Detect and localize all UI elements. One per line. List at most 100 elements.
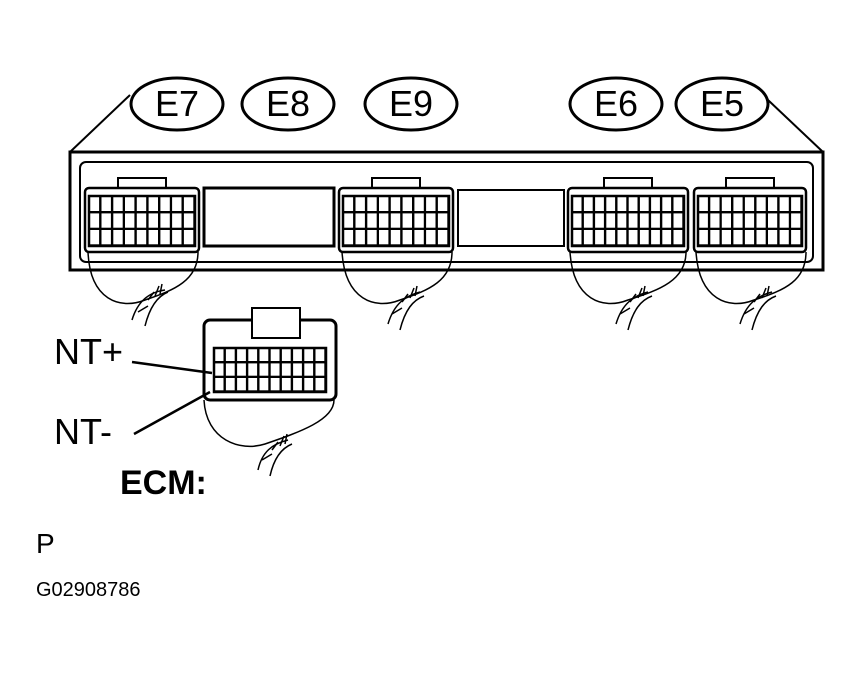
pin-cavity [389, 211, 402, 230]
pin-cavity [354, 195, 367, 213]
pin-cavity [111, 195, 125, 213]
pin-cavity [224, 362, 237, 378]
pin-cavity [436, 195, 449, 213]
pin-cavity [571, 228, 583, 246]
pin-cavity [302, 376, 315, 392]
pin-cavity [88, 195, 101, 213]
pin-cavity [213, 376, 225, 392]
pin-cavity [365, 228, 379, 246]
pin-cavity [100, 211, 113, 230]
pin-cavity [593, 195, 606, 213]
pin-cavity [135, 228, 148, 246]
pin-cavity [100, 195, 113, 213]
pin-cavity [291, 376, 304, 392]
svg-text:E5: E5 [700, 83, 744, 124]
pin-cavity [246, 362, 259, 378]
pin-cavity [342, 195, 355, 213]
pin-cavity [182, 228, 195, 246]
wire-harness-e7 [87, 251, 199, 327]
pin-cavity [147, 195, 160, 213]
figure-id: G02908786 [36, 579, 141, 601]
pin-cavity [697, 195, 710, 213]
wire-harness-detached [203, 399, 335, 477]
pin-cavity [314, 376, 326, 392]
pin-cavity [571, 211, 583, 230]
pin-cavity [280, 347, 293, 363]
pin-cavity [778, 228, 791, 246]
pin-cavity [88, 211, 101, 230]
pin-cavity [638, 195, 651, 213]
pin-cavity [291, 362, 304, 378]
pin-cavity [314, 362, 326, 378]
wire-harness-e9 [341, 251, 453, 331]
component-label: ECM: [120, 464, 207, 502]
pin-cavity [158, 228, 172, 246]
marker-label: P [36, 528, 55, 559]
pin-grid-frame [341, 194, 451, 248]
pin-cavity [708, 228, 721, 246]
pin-cavity [269, 347, 281, 363]
socket-e8-empty [202, 186, 336, 248]
pin-cavity [377, 195, 390, 213]
detached-connector [202, 307, 338, 402]
pin-cavity [571, 195, 583, 213]
pin-cavity [88, 228, 101, 246]
pin-cavity [365, 195, 379, 213]
socket-empty [457, 189, 565, 247]
pin-cavity [732, 228, 745, 246]
pin-cavity [755, 195, 768, 213]
pin-cavity [593, 228, 606, 246]
pin-cavity [413, 211, 426, 230]
pin-grid-frame [570, 194, 686, 248]
pin-cavity [755, 228, 768, 246]
pin-cavity [638, 211, 651, 230]
pin-cavity [766, 195, 779, 213]
pin-cavity [302, 347, 315, 363]
pin-cavity [616, 211, 628, 230]
pin-cavity [413, 195, 426, 213]
pin-cavity [616, 195, 628, 213]
pin-cavity [649, 211, 662, 230]
svg-text:E7: E7 [155, 83, 199, 124]
pin-cavity [111, 211, 125, 230]
pin-cavity [778, 211, 791, 230]
pin-cavity [582, 195, 595, 213]
pin-cavity [377, 211, 390, 230]
pin-cavity [743, 195, 756, 213]
pin-label-nt-plus: NT+ [54, 331, 123, 372]
pin-cavity [342, 228, 355, 246]
pin-cavity [616, 228, 628, 246]
connector-label-e9: E9 [363, 76, 459, 132]
leader-line-nt-plus [131, 360, 213, 375]
pin-cavity [170, 228, 183, 246]
pin-cavity [182, 211, 195, 230]
pin-cavity [778, 195, 791, 213]
pin-cavity [732, 211, 745, 230]
pin-cavity [697, 228, 710, 246]
pin-cavity [660, 228, 673, 246]
plug-e5 [692, 177, 808, 254]
connector-label-e5: E5 [674, 76, 770, 132]
pin-cavity [743, 228, 756, 246]
pin-cavity [135, 195, 148, 213]
pin-cavity [720, 211, 733, 230]
pin-cavity [789, 228, 802, 246]
pin-cavity [436, 211, 449, 230]
pin-cavity [766, 211, 779, 230]
pin-cavity [182, 195, 195, 213]
pin-cavity [627, 195, 639, 213]
pin-cavity [100, 228, 113, 246]
pin-cavity [672, 228, 684, 246]
pin-cavity [158, 195, 172, 213]
pin-cavity [708, 211, 721, 230]
pin-cavity [235, 347, 248, 363]
plug-e6 [566, 177, 690, 254]
pin-cavity [401, 211, 414, 230]
pin-cavity [258, 347, 270, 363]
pin-grid-frame [696, 194, 804, 248]
pin-cavity [732, 195, 745, 213]
pin-cavity [413, 228, 426, 246]
pin-cavity [224, 376, 237, 392]
wire-harness-e6 [569, 251, 687, 331]
